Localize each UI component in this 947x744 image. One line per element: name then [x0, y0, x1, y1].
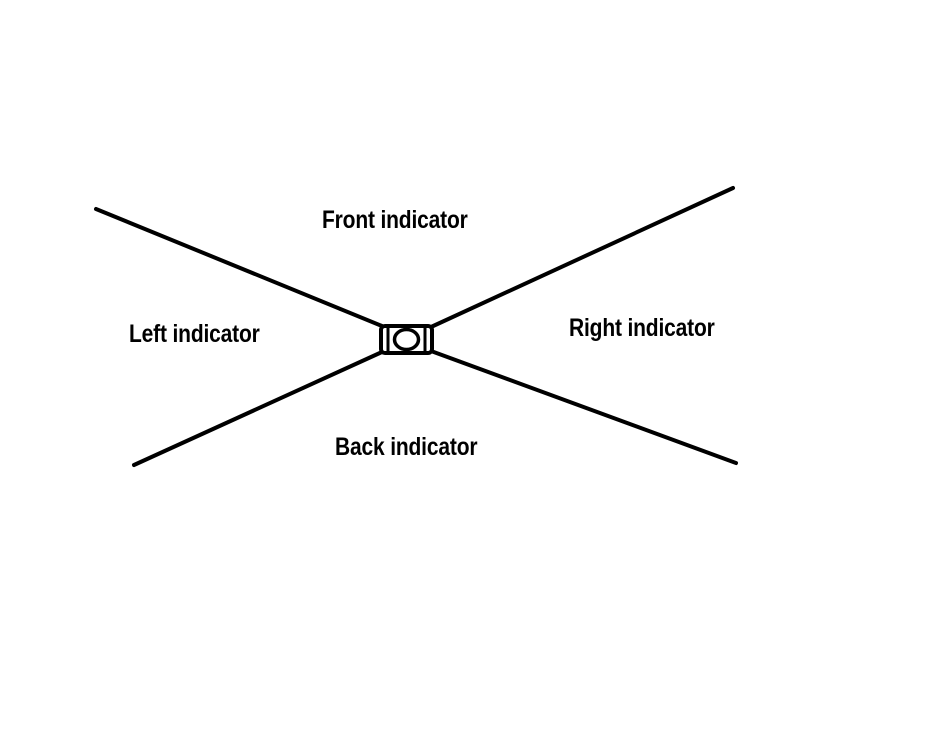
- left-indicator-label: Left indicator: [129, 320, 260, 348]
- center-circle: [392, 327, 421, 352]
- arm-lower-left: [132, 350, 384, 467]
- center-body: [379, 324, 434, 355]
- arm-upper-left: [94, 207, 384, 328]
- back-indicator-label: Back indicator: [335, 433, 478, 461]
- front-indicator-label: Front indicator: [322, 206, 468, 234]
- arm-lower-right: [429, 349, 738, 465]
- arm-upper-right: [429, 186, 735, 329]
- right-indicator-label: Right indicator: [569, 314, 715, 342]
